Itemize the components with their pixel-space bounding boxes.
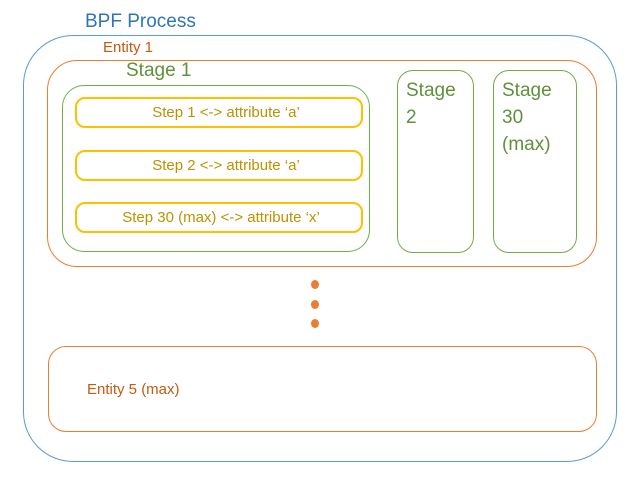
ellipsis-dot-icon [311, 300, 319, 309]
stage-1-container [62, 85, 370, 252]
stage-30-box: Stage 30 (max) [493, 70, 577, 253]
bpf-process-title: BPF Process [85, 11, 196, 32]
entity-1-container [47, 60, 597, 267]
stage-2-box: Stage 2 [397, 70, 474, 253]
step-30-box: Step 30 (max) <-> attribute ‘x’ [75, 202, 363, 233]
entity-1-label: Entity 1 [103, 39, 154, 56]
bpf-process-container [23, 35, 617, 462]
stage-1-label: Stage 1 [126, 60, 192, 81]
entity-5-container: Entity 5 (max) [48, 346, 597, 432]
step-2-box: Step 2 <-> attribute ‘a’ [75, 150, 363, 181]
ellipsis-dot-icon [311, 280, 319, 289]
ellipsis-dot-icon [311, 319, 319, 328]
step-1-box: Step 1 <-> attribute ‘a’ [75, 97, 363, 128]
